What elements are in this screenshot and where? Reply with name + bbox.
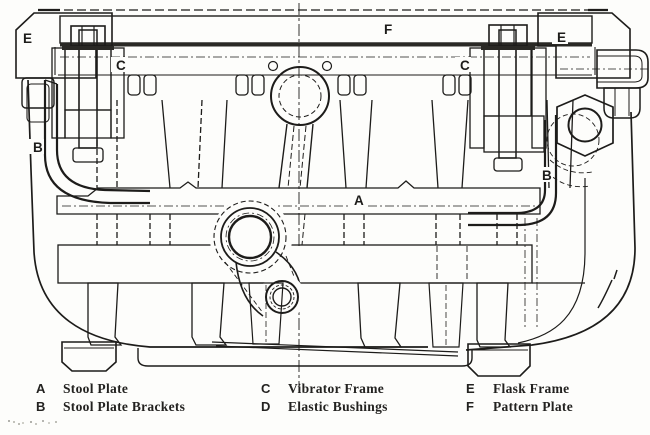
hex-boss [546, 94, 614, 188]
legend-label: Stool Plate [63, 381, 129, 396]
legend-label: Elastic Bushings [288, 399, 388, 414]
eccentric-vibrator [213, 200, 305, 320]
label-flask-frame-right: E [557, 30, 566, 45]
scan-marks [597, 269, 618, 309]
stool-plate-bracket-right [468, 115, 558, 330]
label-stool-plate: A [354, 193, 364, 208]
legend-label: Stool Plate Brackets [63, 399, 186, 414]
side-arm [560, 49, 649, 119]
legend-label: Vibrator Frame [288, 381, 385, 396]
legend-entry-elastic-bushings: D Elastic Bushings [261, 398, 388, 416]
legend-label: Pattern Plate [493, 399, 573, 414]
base-legs [87, 282, 512, 348]
label-stool-bracket-left: B [33, 140, 43, 155]
diagram-labels: E C F C E B B A [18, 21, 568, 208]
label-vibrator-frame-right: C [460, 58, 470, 73]
bolt-assembly-right [469, 24, 547, 172]
label-flask-frame-left: E [23, 31, 32, 46]
print-smudge [8, 420, 10, 422]
legend-key: C [261, 381, 271, 396]
vibrator-frame-lugs [127, 74, 472, 96]
flask-frame-left-block [15, 12, 113, 123]
bolt-assembly-left [51, 25, 125, 163]
legend-entry-vibrator-frame: C Vibrator Frame [261, 380, 384, 398]
legend-entry-stool-plate: A Stool Plate [36, 380, 128, 398]
base-casting-outline [27, 79, 636, 367]
legend-entry-pattern-plate: F Pattern Plate [466, 398, 573, 416]
legend-key: A [36, 381, 46, 396]
label-pattern-plate: F [384, 22, 392, 37]
legend-key: F [466, 399, 474, 414]
side-bolt [603, 87, 641, 119]
label-stool-bracket-right: B [542, 168, 552, 183]
legend-key: B [36, 399, 46, 414]
stool-plate [56, 180, 541, 215]
legend-key: E [466, 381, 475, 396]
flask-frame-right-block [537, 12, 631, 79]
legend-key: D [261, 399, 271, 414]
legend-entry-stool-plate-brackets: B Stool Plate Brackets [36, 398, 185, 416]
eccentric-shaft [227, 214, 273, 260]
legend-label: Flask Frame [493, 381, 570, 396]
center-boss [267, 60, 333, 246]
machine-feet [61, 341, 531, 377]
legend-entry-flask-frame: E Flask Frame [466, 380, 569, 398]
label-vibrator-frame-left: C [116, 58, 126, 73]
stool-plate-bracket-left [43, 79, 151, 205]
